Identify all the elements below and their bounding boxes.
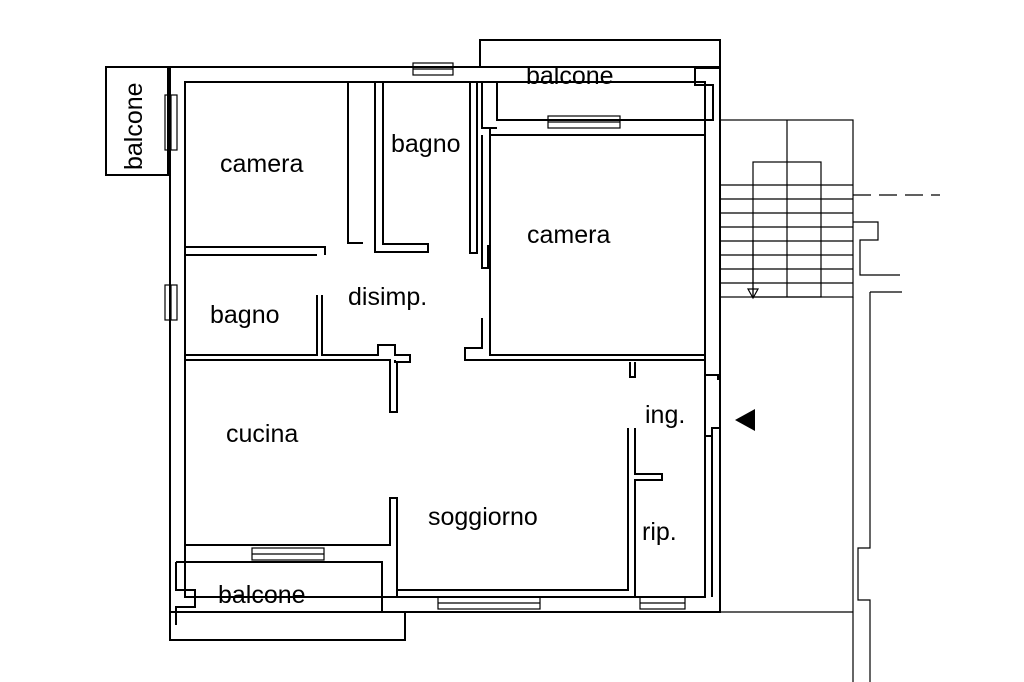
label-ingresso: ing. xyxy=(645,401,685,429)
label-balcone-bottom: balcone xyxy=(218,581,306,609)
label-cucina: cucina xyxy=(226,420,298,448)
corridor-outline xyxy=(720,221,902,682)
interior-walls xyxy=(185,82,721,597)
label-ripostiglio: rip. xyxy=(642,518,677,546)
balcony-top-outline xyxy=(479,39,721,121)
label-disimpegno: disimp. xyxy=(348,283,427,311)
label-bagno-left: bagno xyxy=(210,301,280,329)
label-soggiorno: soggiorno xyxy=(428,503,538,531)
entrance-arrow-icon xyxy=(735,409,755,431)
label-camera-left: camera xyxy=(220,150,303,178)
staircase xyxy=(719,119,940,300)
label-balcone-top: balcone xyxy=(526,62,614,90)
label-bagno-top: bagno xyxy=(391,130,461,158)
stair-direction-arrow-icon xyxy=(746,288,760,300)
windows xyxy=(164,62,686,610)
label-balcone-left: balcone xyxy=(120,82,148,170)
balcony-left-outline xyxy=(105,66,169,176)
balcony-bottom-outline xyxy=(169,560,406,641)
label-camera-right: camera xyxy=(527,221,610,249)
